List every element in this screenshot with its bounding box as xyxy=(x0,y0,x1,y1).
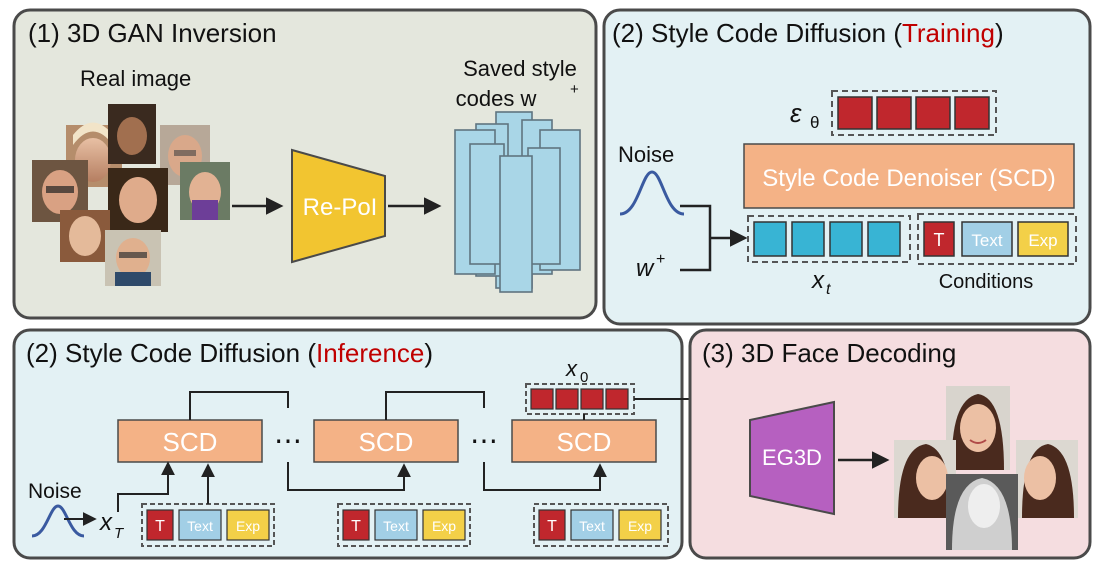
inference-noise-label: Noise xyxy=(28,480,82,503)
clean-code-cells xyxy=(530,388,629,410)
xT-label: x xyxy=(99,509,113,536)
face-thumbnail xyxy=(32,160,88,222)
condition-expression-label: Exp xyxy=(432,518,456,534)
panel-gan-inversion-title: (1) 3D GAN Inversion xyxy=(28,18,277,48)
w-plus-superscript: + xyxy=(656,251,665,268)
condition-text-label: Text xyxy=(187,518,213,534)
scd-block-2-label: SCD xyxy=(359,427,414,457)
condition-text xyxy=(961,221,1013,257)
ellipsis-2: ⋯ xyxy=(470,425,498,456)
scd-block-1 xyxy=(117,419,263,463)
panel-diffusion-training: (2) Style Code Diffusion (Training) ε θ … xyxy=(602,8,1092,326)
condition-text-label: Text xyxy=(971,231,1002,250)
condition-timestep-label: T xyxy=(155,518,165,535)
rendered-face-geometry xyxy=(946,474,1018,550)
condition-expression-label: Exp xyxy=(236,518,260,534)
scd-block-3 xyxy=(511,419,657,463)
rendered-face-right xyxy=(1016,440,1078,518)
face-thumbnail xyxy=(108,168,168,232)
noise-curve-icon xyxy=(619,170,685,216)
real-image-label: Real image xyxy=(80,66,191,91)
condition-expression xyxy=(1017,221,1069,257)
loop-connector xyxy=(189,391,289,420)
re-poi-encoder xyxy=(291,148,386,264)
xt-label: x xyxy=(811,267,825,294)
x0-subscript: 0 xyxy=(580,369,588,386)
saved-style-codes-label-2: codes w xyxy=(456,86,537,111)
input-connector xyxy=(117,461,175,512)
xt-subscript: t xyxy=(826,281,831,298)
condition-expression-label: Exp xyxy=(1028,231,1057,250)
real-image-collage xyxy=(32,104,230,286)
scd-block-1-label: SCD xyxy=(163,427,218,457)
noisy-code-xt xyxy=(747,215,911,263)
face-thumbnail xyxy=(60,210,110,262)
saved-style-codes-stack xyxy=(454,111,581,293)
conditions-group xyxy=(917,213,1077,265)
rendered-face-front xyxy=(946,386,1010,470)
condition-timestep-label: T xyxy=(351,518,361,535)
x0-label: x xyxy=(565,356,578,381)
re-poi-encoder-label: Re-PoI xyxy=(303,194,378,221)
noisy-code-cells xyxy=(753,221,901,257)
epsilon-theta-subscript: θ xyxy=(810,113,819,132)
w-plus-label: w xyxy=(636,255,655,282)
noise-label: Noise xyxy=(618,142,674,167)
condition-group-2: T Text Exp xyxy=(287,462,471,547)
scd-block-3-label: SCD xyxy=(557,427,612,457)
panel-face-decoding-title: (3) 3D Face Decoding xyxy=(702,338,956,368)
rendered-face-views xyxy=(894,386,1078,550)
panel-diffusion-inference-title: (2) Style Code Diffusion (Inference) xyxy=(26,338,433,368)
epsilon-theta-label: ε xyxy=(790,98,802,128)
loop-connector xyxy=(385,391,485,420)
rendered-face-left xyxy=(894,440,956,518)
panel-face-decoding: (3) 3D Face Decoding EG3D xyxy=(688,328,1092,560)
condition-group-3: T Text Exp xyxy=(483,462,669,547)
saved-style-codes-superscript: + xyxy=(570,81,579,98)
condition-timestep-label: T xyxy=(934,230,945,250)
noise-curve-icon xyxy=(31,504,85,538)
panel-diffusion-training-title: (2) Style Code Diffusion (Training) xyxy=(612,18,1004,48)
condition-expression-label: Exp xyxy=(628,518,652,534)
condition-group-1: T Text Exp xyxy=(141,463,275,547)
xT-subscript: T xyxy=(114,525,125,542)
face-thumbnail xyxy=(108,104,156,164)
style-code-denoiser-label: Style Code Denoiser (SCD) xyxy=(762,165,1055,192)
face-thumbnail xyxy=(180,162,230,220)
eg3d-decoder-label: EG3D xyxy=(762,445,822,470)
conditions-label: Conditions xyxy=(939,271,1034,293)
condition-timestep xyxy=(923,221,955,257)
predicted-noise-code xyxy=(831,90,997,136)
style-code-denoiser-block xyxy=(743,143,1075,209)
condition-text-label: Text xyxy=(579,518,605,534)
panel-gan-inversion: (1) 3D GAN Inversion Real image xyxy=(12,8,598,320)
condition-timestep-label: T xyxy=(547,518,557,535)
predicted-noise-cells xyxy=(837,96,990,130)
condition-text-label: Text xyxy=(383,518,409,534)
face-thumbnail xyxy=(105,230,161,286)
panel-diffusion-inference: (2) Style Code Diffusion (Inference) x 0… xyxy=(12,328,751,560)
saved-style-codes-label: Saved style xyxy=(463,56,577,81)
eg3d-decoder xyxy=(749,400,835,516)
ellipsis-1: ⋯ xyxy=(274,425,302,456)
